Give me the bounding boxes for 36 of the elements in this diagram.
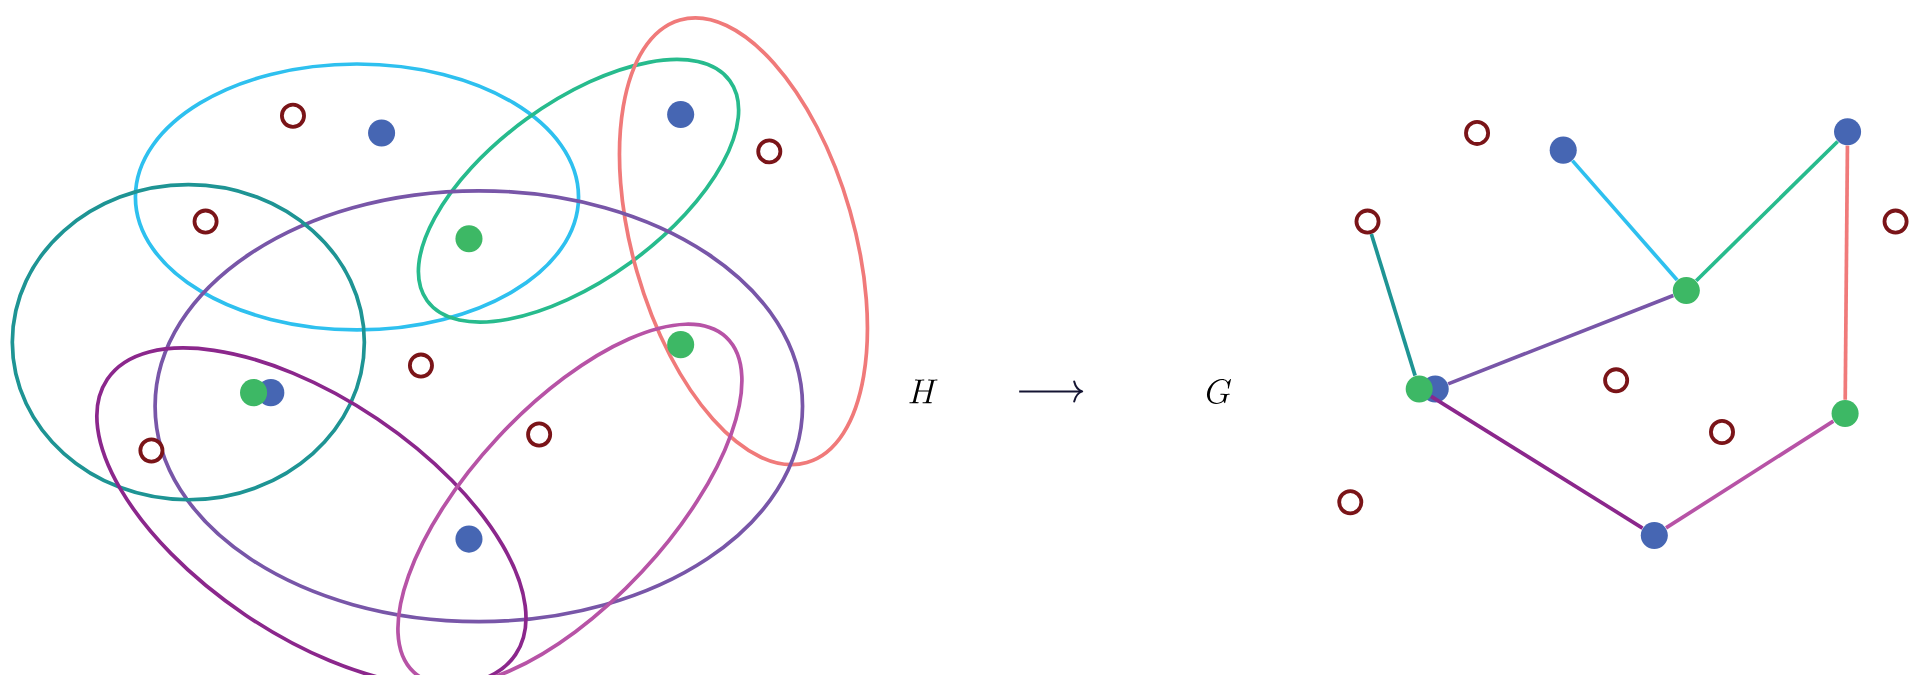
hollow-dot xyxy=(192,208,219,235)
ellipse xyxy=(10,183,367,502)
edge-line xyxy=(1447,294,1674,386)
dot xyxy=(667,331,695,359)
dot xyxy=(1549,136,1577,164)
math-label: $H$ xyxy=(909,379,938,404)
dot xyxy=(1672,277,1700,305)
hollow-dot xyxy=(280,102,306,129)
hollow-dot xyxy=(1882,208,1909,235)
dot xyxy=(1640,522,1668,550)
math-label: $G$ xyxy=(1206,379,1231,405)
dot xyxy=(1831,400,1859,428)
hollow-dot xyxy=(1354,208,1381,235)
dot xyxy=(455,225,483,253)
dot xyxy=(455,525,483,553)
dot xyxy=(368,119,396,147)
edge-line xyxy=(1369,233,1417,377)
dot xyxy=(1834,118,1862,146)
hollow-dot xyxy=(756,138,783,165)
edge-line xyxy=(1571,159,1679,282)
ellipse xyxy=(153,189,805,624)
edge-line xyxy=(1430,395,1644,530)
hollow-dot xyxy=(1337,489,1364,516)
edge-line xyxy=(1694,140,1839,283)
ellipse xyxy=(133,62,581,332)
dot xyxy=(240,379,268,407)
hollow-dot xyxy=(526,421,553,448)
hollow-dot xyxy=(1464,120,1491,147)
edge-line xyxy=(1843,145,1850,400)
dot xyxy=(1405,375,1433,403)
hollow-dot xyxy=(408,352,434,379)
hollow-dot xyxy=(138,437,165,464)
edge-line xyxy=(1665,419,1835,530)
hollow-dot xyxy=(1603,367,1630,394)
hollow-dot xyxy=(1709,419,1735,446)
dot xyxy=(667,101,695,129)
